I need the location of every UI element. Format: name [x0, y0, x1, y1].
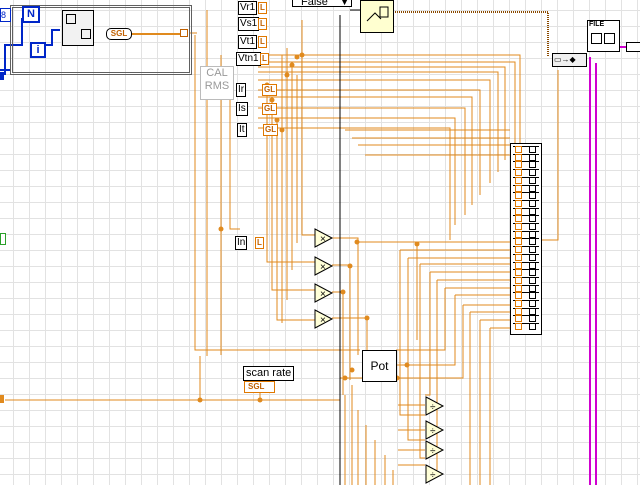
- multiply-node[interactable]: ×: [314, 283, 334, 303]
- bundle-node[interactable]: ▭→◆: [552, 53, 587, 67]
- build-array-input: [513, 300, 539, 307]
- indicator-vs1[interactable]: Vs1: [238, 17, 260, 31]
- indicator-type-vr1: L: [258, 2, 267, 14]
- multiply-node[interactable]: ×: [314, 309, 334, 329]
- build-array-input: [513, 207, 539, 215]
- build-array-input: [513, 253, 539, 261]
- iteration-terminal-i[interactable]: i: [30, 42, 46, 58]
- divide-node[interactable]: ÷: [425, 464, 445, 484]
- indicator-type-in: L: [255, 237, 264, 249]
- scan-rate-control[interactable]: SGL: [244, 381, 275, 393]
- indicator-type-vs1: L: [258, 18, 267, 30]
- for-loop-structure[interactable]: [10, 5, 192, 75]
- build-array-input: [513, 276, 539, 284]
- divide-node[interactable]: ÷: [425, 420, 445, 440]
- i-terminal-label: i: [36, 44, 40, 56]
- scan-rate-label-text: scan rate: [246, 367, 292, 379]
- dropdown-arrow-icon: ▼: [340, 0, 349, 7]
- grid-icon: [66, 14, 76, 24]
- iteration-terminal-n[interactable]: N: [22, 6, 40, 23]
- svg-text:×: ×: [320, 315, 326, 326]
- indicator-type-is: GL: [262, 103, 278, 115]
- build-array-input: [513, 307, 539, 315]
- array-subset-node[interactable]: [62, 10, 94, 46]
- build-array-input: [513, 246, 539, 254]
- cal-rms-label: CAL RMS: [204, 67, 230, 92]
- pot-subvi[interactable]: Pot: [362, 350, 397, 382]
- sgl-conversion-node[interactable]: SGL: [106, 28, 132, 40]
- build-array-node[interactable]: [510, 143, 542, 335]
- scan-rate-label: scan rate: [243, 366, 295, 381]
- divide-node[interactable]: ÷: [425, 396, 445, 416]
- multiply-node[interactable]: ×: [314, 256, 334, 276]
- build-array-input: [513, 230, 539, 238]
- n-terminal-label: N: [27, 8, 35, 20]
- indicator-type-ir: GL: [262, 84, 278, 96]
- build-array-input: [513, 292, 539, 300]
- pot-label: Pot: [370, 359, 389, 373]
- indicator-type-vtn1: L: [260, 53, 269, 65]
- right-edge-terminal: [626, 42, 640, 52]
- file-label: FILE: [589, 21, 605, 28]
- orange-tunnel-left: [0, 395, 4, 403]
- build-array-input: [513, 199, 539, 207]
- divide-node[interactable]: ÷: [425, 440, 445, 460]
- build-array-input: [513, 146, 539, 153]
- cal-rms-subvi[interactable]: CAL RMS: [200, 66, 234, 100]
- svg-text:×: ×: [320, 234, 326, 245]
- svg-text:×: ×: [320, 262, 326, 273]
- green-tunnel-left: [0, 233, 6, 245]
- svg-text:÷: ÷: [430, 402, 436, 413]
- indicator-is[interactable]: Is: [236, 102, 248, 116]
- indicator-it[interactable]: It: [237, 123, 247, 137]
- floppy-disk-icon: [591, 33, 602, 44]
- write-node[interactable]: [360, 0, 394, 33]
- build-array-input: [513, 223, 539, 230]
- indicator-type-it: GL: [263, 124, 279, 136]
- indicator-ir[interactable]: Ir: [236, 83, 247, 97]
- sgl-conversion-label: SGL: [110, 29, 128, 38]
- false-constant[interactable]: False ▼: [292, 0, 352, 8]
- grid-icon: [81, 29, 91, 39]
- grid-icon: [604, 33, 615, 44]
- false-constant-label: False: [301, 0, 328, 8]
- build-array-input: [513, 323, 539, 331]
- build-array-input: [513, 215, 539, 223]
- build-array-input: [513, 284, 539, 292]
- multiply-node[interactable]: ×: [314, 228, 334, 248]
- blue-tunnel-left: [0, 72, 4, 80]
- build-array-input: [513, 261, 539, 269]
- build-array-input: [513, 192, 539, 200]
- write-arrow-icon: [366, 6, 389, 22]
- svg-text:÷: ÷: [430, 426, 436, 437]
- svg-text:÷: ÷: [430, 470, 436, 481]
- build-array-input: [513, 269, 539, 277]
- build-array-input: [513, 161, 539, 169]
- tunnel-terminal: [180, 29, 188, 37]
- svg-text:×: ×: [320, 289, 326, 300]
- indicator-vr1[interactable]: Vr1: [238, 1, 258, 15]
- build-array-input: [513, 184, 539, 192]
- left-edge-terminal[interactable]: 8: [0, 8, 11, 22]
- file-write-subvi[interactable]: FILE: [587, 20, 620, 52]
- scan-rate-type: SGL: [248, 382, 265, 391]
- build-array-input: [513, 169, 539, 177]
- indicator-type-vt1: L: [258, 36, 267, 48]
- build-array-input: [513, 238, 539, 246]
- indicator-vtn1[interactable]: Vtn1: [236, 52, 261, 66]
- indicator-in[interactable]: In: [235, 236, 248, 250]
- build-array-input: [513, 315, 539, 323]
- svg-text:÷: ÷: [430, 446, 436, 457]
- build-array-input: [513, 176, 539, 184]
- indicator-vt1[interactable]: Vt1: [238, 35, 258, 49]
- build-array-input: [513, 153, 539, 161]
